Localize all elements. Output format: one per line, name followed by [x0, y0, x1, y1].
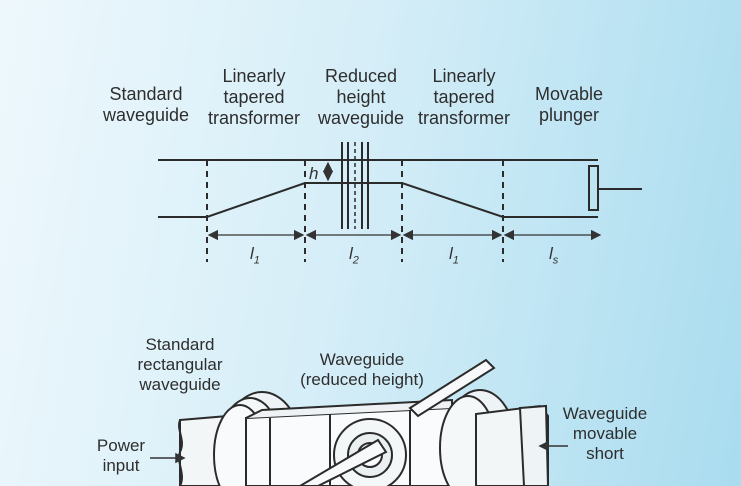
movable-plunger [588, 165, 599, 211]
label-tapered-transformer-right: Linearly tapered transformer [417, 66, 511, 128]
label-tapered-transformer-left: Linearly tapered transformer [207, 66, 301, 128]
label-power-input: Power input [96, 436, 146, 475]
label-standard-rectangular-waveguide: Standard rectangular waveguide [137, 335, 223, 394]
label-reduced-height-waveguide: Reduced height waveguide [317, 66, 405, 128]
label-standard-waveguide: Standard waveguide [102, 84, 190, 125]
symbol-ls: ls [549, 244, 559, 267]
waveguide-bottom-wall [158, 182, 598, 218]
symbol-h: h [309, 164, 319, 183]
symbol-l1-left: l1 [250, 244, 260, 267]
label-movable-plunger: Movable plunger [534, 84, 604, 125]
symbol-l2: l2 [349, 244, 359, 267]
symbol-l1-right: l1 [449, 244, 459, 267]
waveguide-assembly-illustration [178, 389, 550, 486]
label-waveguide-movable-short: Waveguide movable short [562, 404, 648, 463]
label-waveguide-reduced-height: Waveguide (reduced height) [300, 350, 424, 389]
